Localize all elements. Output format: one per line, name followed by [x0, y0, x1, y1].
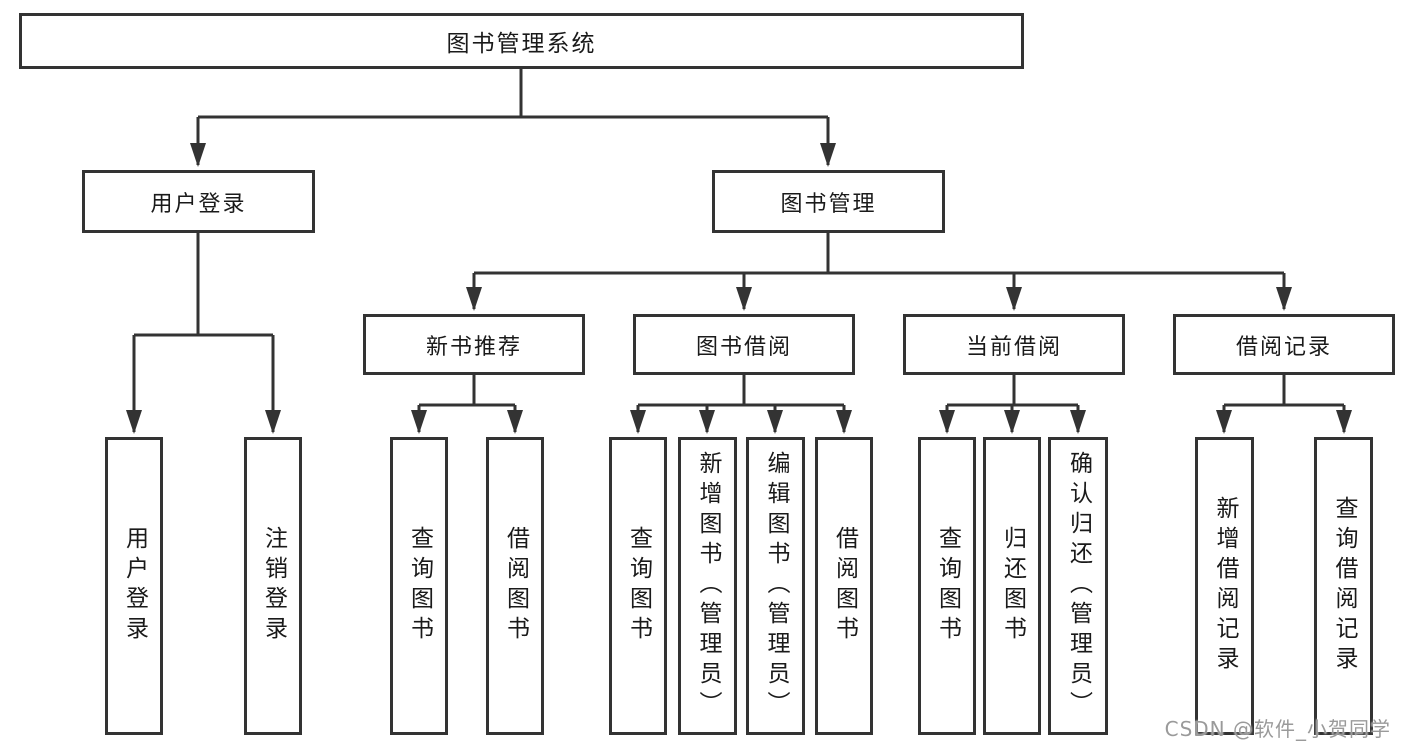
leaf-query-books: 查询图书 — [390, 437, 448, 735]
node-label: 图书管理 — [780, 191, 877, 217]
node-label: 图书借阅 — [695, 334, 792, 360]
leaf-borrow-books: 借阅图书 — [486, 437, 544, 735]
node-label: 新增借阅记录 — [1212, 496, 1238, 676]
leaf-confirm-return-admin: 确认归还（管理员） — [1048, 437, 1108, 735]
node-label: 新增图书（管理员） — [695, 451, 721, 721]
node-label: 查询图书 — [406, 526, 433, 646]
node-label: 用户登录 — [121, 526, 148, 646]
leaf-add-borrow-record: 新增借阅记录 — [1195, 437, 1254, 735]
node-current-borrowing: 当前借阅 — [903, 314, 1125, 375]
leaf-query-books: 查询图书 — [918, 437, 976, 735]
leaf-return-books: 归还图书 — [983, 437, 1041, 735]
node-label: 编辑图书（管理员） — [763, 451, 789, 721]
node-user-login: 用户登录 — [82, 170, 315, 233]
watermark: CSDN @软件_小贺同学 — [1164, 717, 1391, 741]
node-label: 当前借阅 — [965, 334, 1062, 360]
node-label: 归还图书 — [999, 526, 1026, 646]
node-book-borrowing: 图书借阅 — [633, 314, 855, 375]
leaf-edit-books-admin: 编辑图书（管理员） — [746, 437, 805, 735]
node-borrow-records: 借阅记录 — [1173, 314, 1395, 375]
node-label: 查询借阅记录 — [1331, 496, 1357, 676]
node-new-book-recommend: 新书推荐 — [363, 314, 585, 375]
node-label: 图书管理系统 — [446, 31, 597, 57]
node-label: 查询图书 — [625, 526, 652, 646]
node-label: 借阅图书 — [502, 526, 529, 646]
leaf-user-login: 用户登录 — [105, 437, 163, 735]
leaf-query-borrow-record: 查询借阅记录 — [1314, 437, 1373, 735]
node-label: 确认归还（管理员） — [1065, 451, 1092, 721]
node-label: 借阅记录 — [1235, 334, 1332, 360]
node-root: 图书管理系统 — [19, 13, 1024, 69]
node-book-management: 图书管理 — [712, 170, 945, 233]
leaf-borrow-books: 借阅图书 — [815, 437, 873, 735]
node-label: 查询图书 — [934, 526, 961, 646]
node-label: 用户登录 — [150, 191, 247, 217]
node-label: 借阅图书 — [831, 526, 858, 646]
leaf-query-books: 查询图书 — [609, 437, 667, 735]
node-label: 注销登录 — [260, 526, 287, 646]
leaf-logout: 注销登录 — [244, 437, 302, 735]
node-label: 新书推荐 — [425, 334, 522, 360]
leaf-add-books-admin: 新增图书（管理员） — [678, 437, 737, 735]
